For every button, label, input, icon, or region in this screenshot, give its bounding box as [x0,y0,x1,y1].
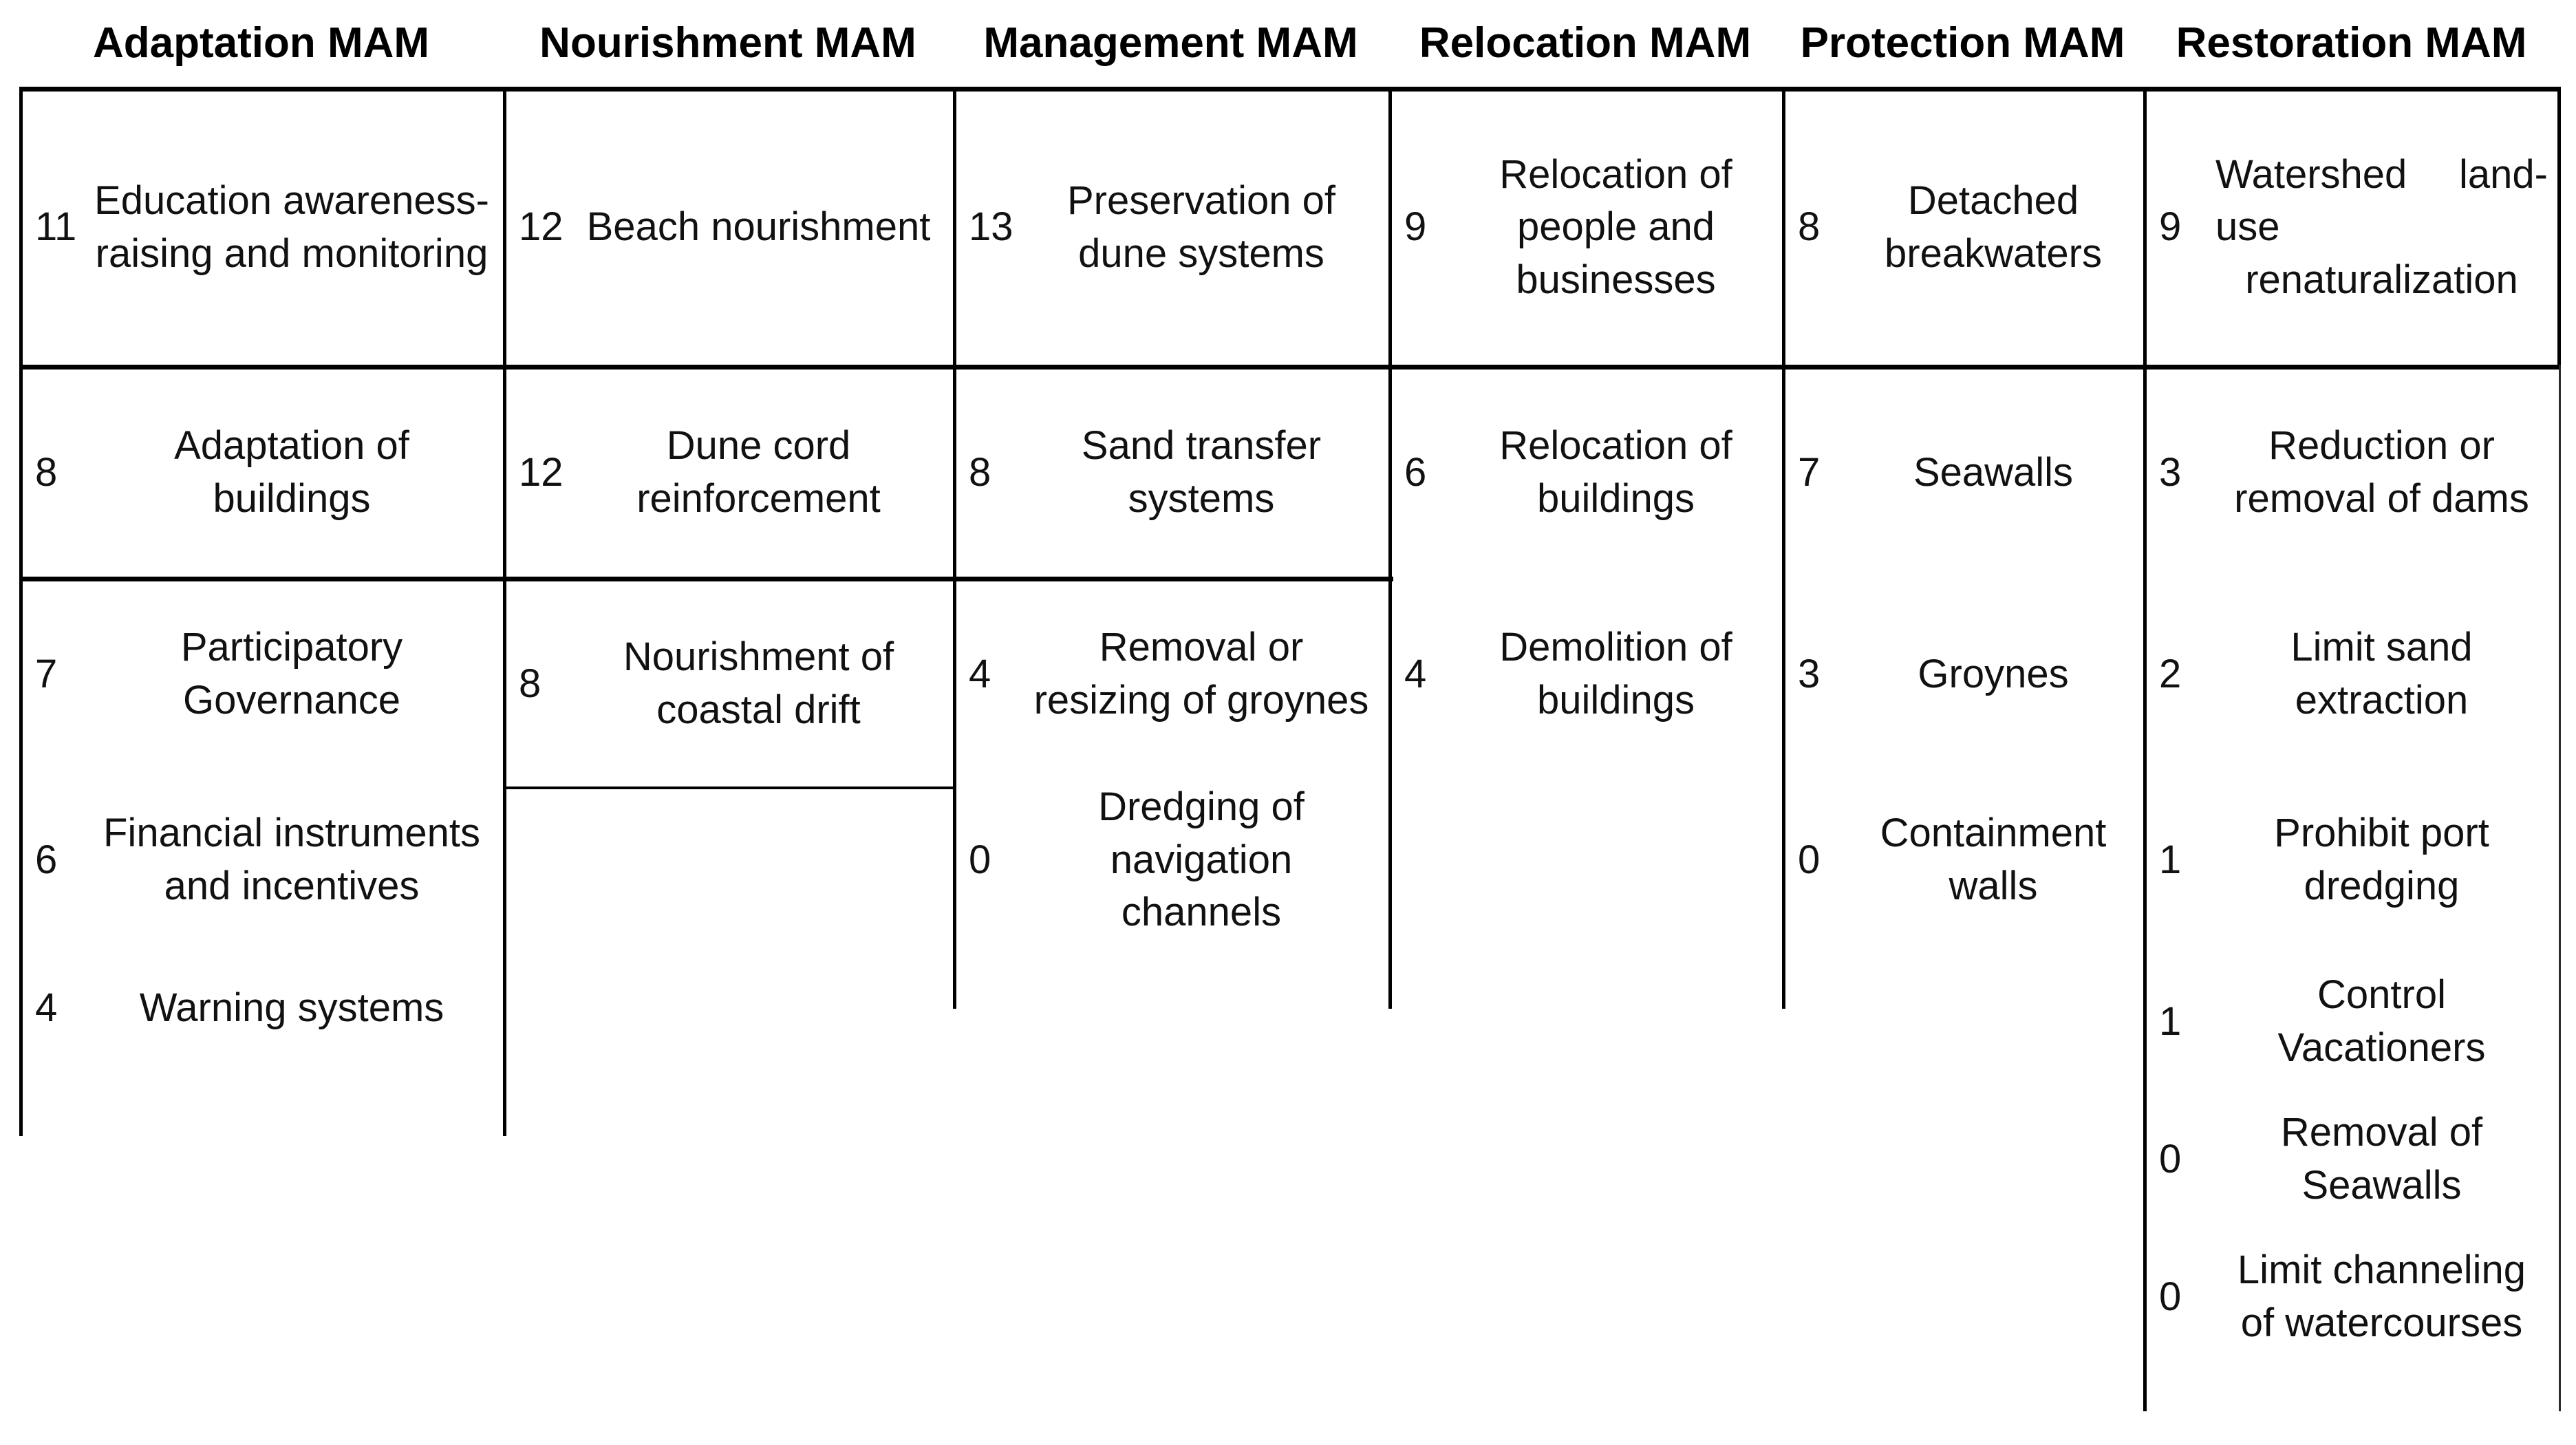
table-row: 1 Prohibit port dredging [2147,767,2557,953]
cell-score: 12 [519,449,564,495]
cell-label: Dune cord reinforcement [636,423,881,521]
cell-score: 11 [35,204,77,250]
column-divider-relocation-protection [1782,87,1785,1009]
table-row: 4 Removal or resizing of groynes [956,581,1387,767]
cell-label: Watershed land-use renaturalization [2215,151,2548,302]
cell-score: 8 [969,449,991,495]
column-header-nourishment: Nourishment MAM [539,19,916,67]
cell-label: Groynes [1918,651,2069,696]
cell-label: Participatory Governance [180,625,403,722]
table-row: 6 Relocation of buildings [1392,370,1781,576]
column-header-management: Management MAM [983,19,1358,67]
cell-label: Sand transfer systems [1081,423,1322,521]
table-row: 1 Control Vacationers [2147,953,2557,1091]
cell-score: 4 [1404,651,1427,696]
cell-score: 3 [2159,449,2182,495]
table-row: 0 Containment walls [1785,767,2142,953]
table-row: 4 Warning systems [23,953,502,1063]
table-row: 7 Seawalls [1785,370,2142,576]
column-divider-nourishment-management [953,87,956,1009]
cell-label: Dredging of navigation channels [1098,784,1305,935]
table-row: 11 Education awareness-raising and monit… [23,92,502,363]
cell-label: Relocation of people and businesses [1499,151,1732,302]
table-row: 13 Preservation of dune systems [956,92,1387,363]
cell-label: Containment walls [1880,811,2107,908]
column-divider-protection-restoration [2143,87,2147,1411]
cell-score: 2 [2159,651,2182,696]
cell-score: 0 [969,837,991,882]
table-row: 3 Groynes [1785,581,2142,767]
cell-label: Removal or resizing of groynes [1033,625,1369,722]
table-row: 0 Removal of Seawalls [2147,1091,2557,1228]
cell-label: Beach nourishment [586,204,931,250]
table-row: 12 Dune cord reinforcement [506,370,952,576]
cell-label: Detached breakwaters [1885,178,2102,276]
column-border-left [19,87,23,1136]
table-row: 8 Adaptation of buildings [23,370,502,576]
row-divider-3-nourishment [503,786,953,789]
row-divider-1 [19,365,2559,370]
cell-label: Relocation of buildings [1499,423,1732,521]
table-row: 4 Demolition of buildings [1392,581,1781,767]
table-top-border [19,87,2559,92]
cell-score: 4 [969,651,991,696]
table-row: 0 Limit channeling of watercourses [2147,1228,2557,1366]
column-header-relocation: Relocation MAM [1419,19,1752,67]
cell-label: Reduction or removal of dams [2234,423,2529,521]
cell-label: Limit sand extraction [2290,625,2473,722]
table-row: 12 Beach nourishment [506,92,952,363]
column-header-adaptation: Adaptation MAM [92,19,430,67]
table-row: 6 Financial instruments and incentives [23,767,502,953]
table-row: 3 Reduction or removal of dams [2147,370,2557,576]
table-row: 7 Participatory Governance [23,581,502,767]
cell-score: 0 [2159,1274,2182,1319]
cell-score: 12 [519,204,564,250]
cell-score: 8 [35,449,58,495]
column-border-right-thin [2559,365,2561,1411]
cell-label: Demolition of buildings [1499,625,1732,722]
table-row: 9 Relocation of people and businesses [1392,92,1781,363]
table-row: 8 Sand transfer systems [956,370,1387,576]
cell-label: Preservation of dune systems [1066,178,1336,276]
cell-label: Adaptation of buildings [174,423,409,521]
table-row: 9 Watershed land-use renaturalization [2147,92,2557,363]
cell-score: 0 [2159,1136,2182,1181]
table-row: 8 Detached breakwaters [1785,92,2142,363]
table-row: 8 Nourishment of coastal drift [506,581,952,786]
cell-label: Control Vacationers [2277,972,2486,1070]
cell-score: 1 [2159,998,2182,1044]
cell-score: 13 [969,204,1013,250]
table-row: 2 Limit sand extraction [2147,581,2557,767]
cell-label: Nourishment of coastal drift [623,634,894,732]
cell-label: Seawalls [1913,449,2074,495]
table-row: 0 Dredging of navigation channels [956,767,1387,953]
cell-label: Financial instruments and incentives [103,811,480,908]
cell-score: 6 [1404,449,1427,495]
cell-score: 3 [1798,651,1821,696]
cell-score: 9 [1404,204,1427,250]
column-header-restoration: Restoration MAM [2176,19,2527,67]
cell-score: 7 [1798,449,1821,495]
cell-label: Warning systems [139,985,444,1030]
cell-label: Education awareness-raising and monitori… [94,178,489,276]
cell-label: Limit channeling of watercourses [2237,1248,2526,1345]
column-header-protection: Protection MAM [1800,19,2125,67]
cell-score: 4 [35,985,58,1030]
cell-score: 6 [35,837,58,882]
cell-score: 8 [1798,204,1821,250]
column-divider-management-relocation [1388,87,1392,1009]
cell-label: Removal of Seawalls [2280,1110,2483,1208]
cell-score: 8 [519,661,541,706]
cell-score: 0 [1798,837,1821,882]
column-border-right-bold [2557,87,2561,369]
cell-label: Prohibit port dredging [2274,811,2489,908]
cell-score: 9 [2159,204,2182,250]
cell-score: 1 [2159,837,2182,882]
row-divider-2 [19,577,1393,581]
column-divider-adaptation-nourishment [503,87,506,1136]
cell-score: 7 [35,651,58,696]
